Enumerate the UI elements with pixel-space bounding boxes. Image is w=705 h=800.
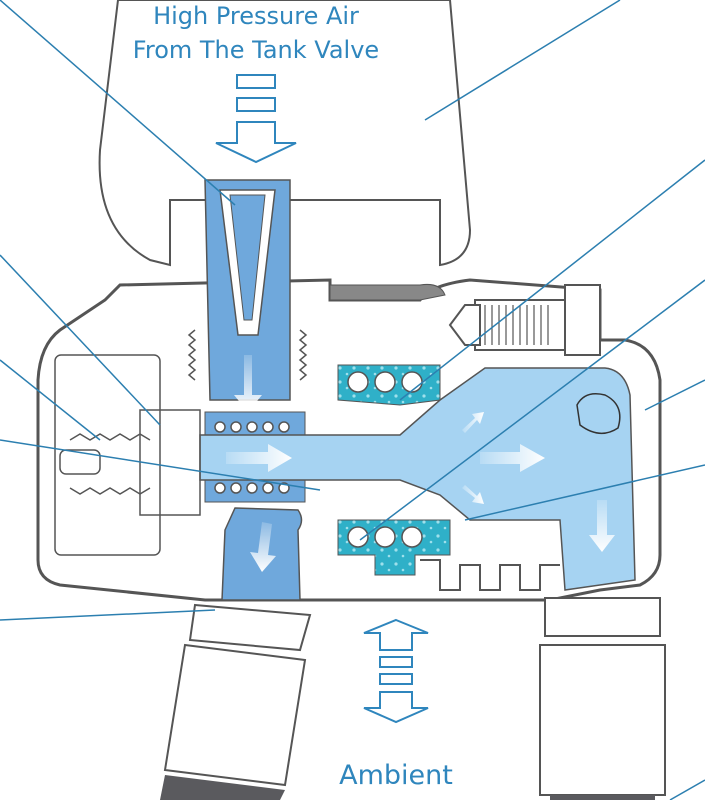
hp-port-plug	[448, 284, 601, 356]
yoke-housing	[98, 0, 472, 267]
hose-fitting-left	[160, 603, 312, 800]
ip-flow-arrow-downdiag	[462, 485, 484, 504]
ip-flow-arrow-center	[226, 444, 292, 472]
hose-fitting-right	[539, 597, 666, 800]
piston-spring-lower	[347, 526, 423, 548]
inlet-flow-arrow	[234, 355, 262, 412]
ambient-arrow-icon	[363, 618, 429, 724]
lp-outlet-arrow	[250, 522, 276, 572]
piston-spring-upper	[347, 371, 423, 393]
spring-coils	[214, 421, 290, 494]
inlet-threads	[187, 329, 308, 381]
inlet-label-line2: From The Tank Valve	[133, 36, 379, 64]
body-fins	[420, 559, 560, 591]
ambient-label: Ambient	[339, 760, 453, 791]
collar	[329, 284, 446, 301]
ip-flow-arrow-down	[589, 500, 615, 552]
ip-flow-arrow-up	[462, 412, 484, 433]
ip-flow-arrow-main	[480, 444, 545, 472]
inlet-label-line1: High Pressure Air	[153, 2, 359, 30]
intermediate-pressure-chamber	[199, 367, 636, 591]
inlet-arrow-icon	[215, 74, 297, 164]
check-ball	[576, 393, 621, 434]
